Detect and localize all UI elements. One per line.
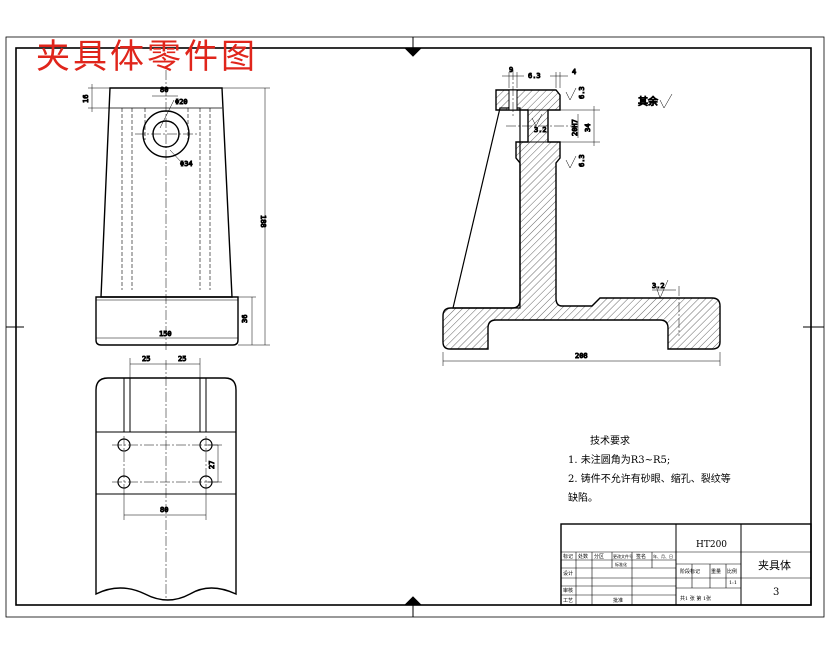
dim-27: 27 <box>208 461 216 469</box>
tb-ratio-value: 1:1 <box>729 580 737 586</box>
dim-phi20: Φ20 <box>175 98 188 106</box>
roughness-3-2-base: 3.2 <box>652 282 665 290</box>
roughness-6-3-top: 6.3 <box>528 72 541 80</box>
tb-sheets: 共1 张 第 1张 <box>680 595 711 602</box>
dim-phi34: Φ34 <box>180 160 193 168</box>
tb-standard: 标准化 <box>615 561 627 567</box>
tb-date: 年、月、日 <box>653 553 673 559</box>
dim-188: 188 <box>259 215 267 228</box>
tb-ratio: 比例 <box>727 568 737 575</box>
tb-stage: 阶段标记 <box>680 568 700 575</box>
note-item-2-cont: 缺陷。 <box>568 493 598 504</box>
tb-sign: 签名 <box>636 553 646 560</box>
dim-9: 9 <box>509 66 513 74</box>
dim-208: 208 <box>575 352 588 360</box>
tb-process: 工艺 <box>563 598 573 604</box>
dim-16: 16 <box>82 95 90 103</box>
roughness-rest-label: 其余 <box>638 95 658 108</box>
material-label: HT200 <box>696 540 727 550</box>
tb-change: 更改文件号 <box>613 553 633 559</box>
front-view: 80 Φ20 Φ34 16 188 150 36 <box>82 70 270 350</box>
top-view: 25 25 80 27 <box>95 355 237 601</box>
section-view: 9 6.3 4 6.3 6.3 3.2 20H7 34 3.2 208 其余 <box>442 66 721 366</box>
roughness-6-3-lower: 6.3 <box>578 154 586 167</box>
title-block <box>560 523 812 606</box>
drawing-number: 3 <box>773 587 779 598</box>
tb-zone: 分区 <box>594 553 604 560</box>
dim-34: 34 <box>584 124 592 132</box>
dim-25-right: 25 <box>178 355 186 363</box>
drawing-title: 夹具体零件图 <box>36 37 258 77</box>
tb-review: 审核 <box>563 587 573 594</box>
dim-80-holes: 80 <box>160 506 168 514</box>
dim-25-left: 25 <box>142 355 150 363</box>
tb-count: 处数 <box>578 553 588 560</box>
dim-80: 80 <box>160 86 168 94</box>
tb-mark: 标记 <box>563 553 573 560</box>
roughness-6-3-right: 6.3 <box>578 86 586 99</box>
tb-design: 设计 <box>563 570 573 577</box>
notes-heading: 技术要求 <box>590 436 630 447</box>
dim-20h7: 20H7 <box>571 119 579 136</box>
dim-150: 150 <box>159 330 172 338</box>
dim-4: 4 <box>572 68 576 76</box>
roughness-3-2-bore: 3.2 <box>534 126 547 134</box>
tb-weight: 重量 <box>711 568 721 575</box>
dim-36: 36 <box>241 315 249 323</box>
note-item-1: 1. 未注圆角为R3~R5; <box>568 455 671 466</box>
technical-requirements: 技术要求 1. 未注圆角为R3~R5; 2. 铸件不允许有砂眼、缩孔、裂纹等 缺… <box>568 432 731 508</box>
note-item-2: 2. 铸件不允许有砂眼、缩孔、裂纹等 <box>568 474 731 485</box>
part-name: 夹具体 <box>758 558 791 572</box>
tb-approve: 批准 <box>613 597 623 604</box>
